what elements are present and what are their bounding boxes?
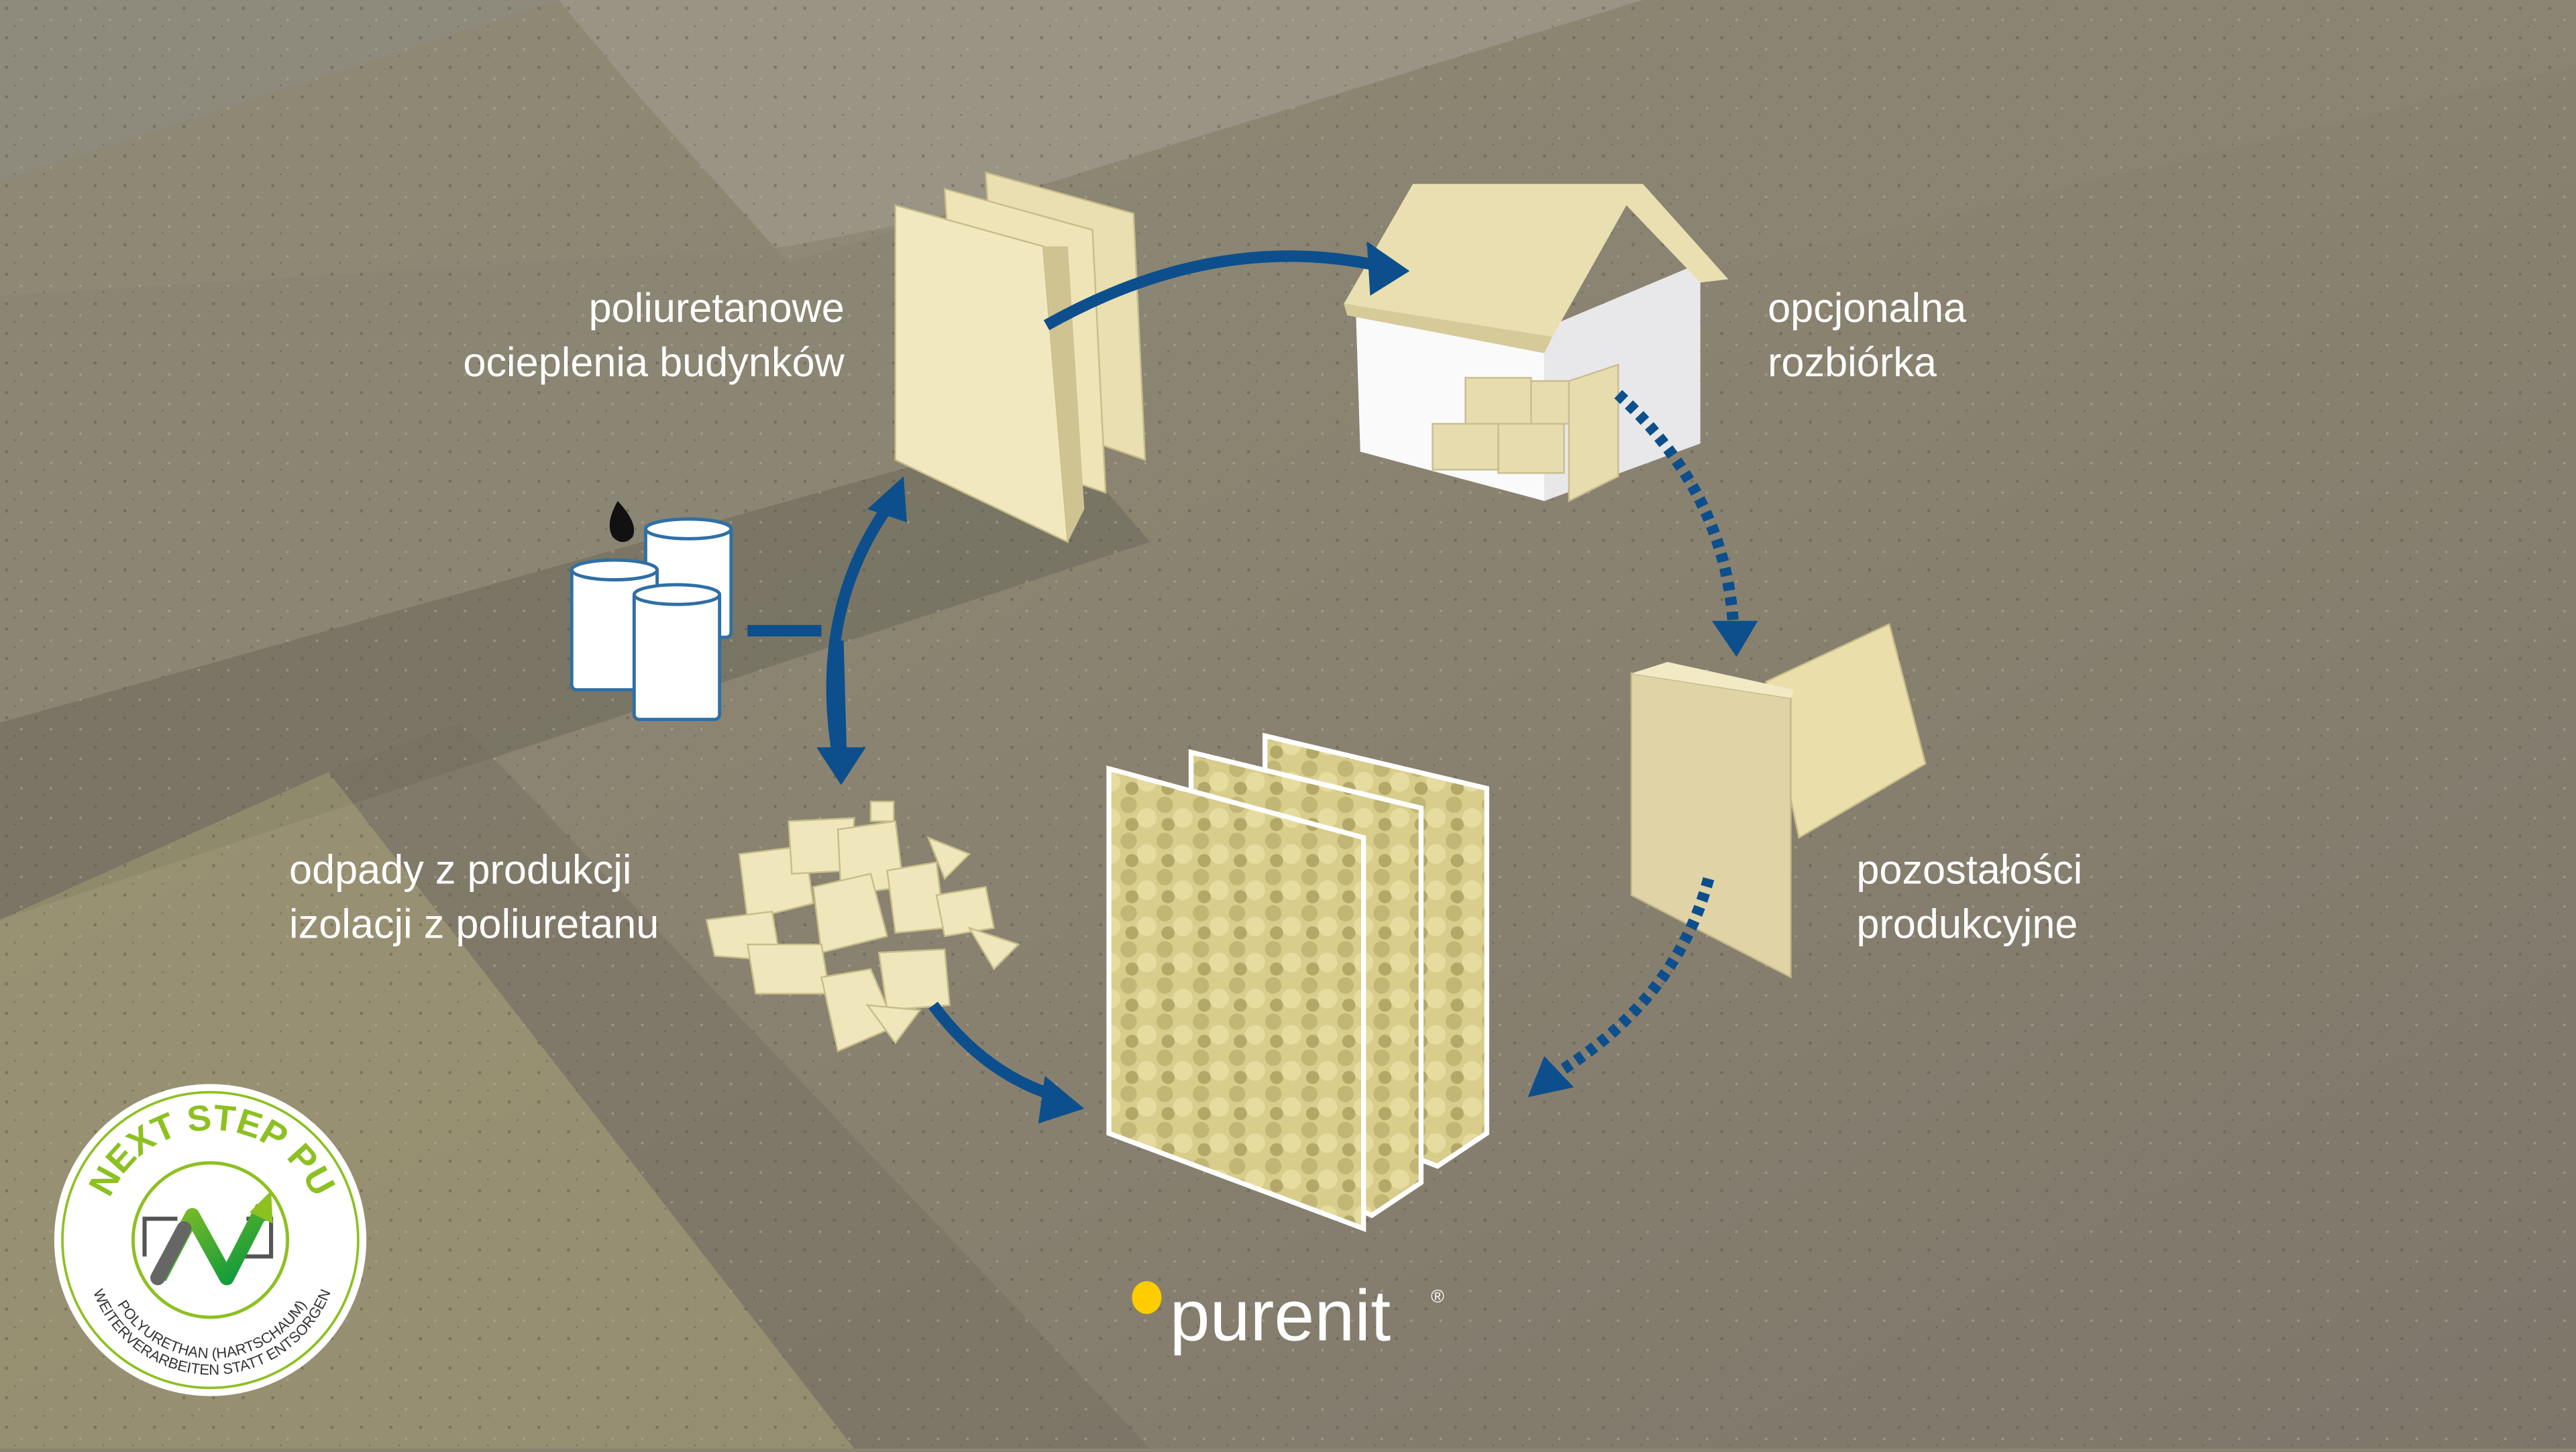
brand-dot bbox=[1132, 1281, 1162, 1315]
arrow-to-house bbox=[1043, 250, 1381, 331]
cycle-arrows bbox=[747, 241, 1758, 1124]
label-production-waste: odpady z produkcji izolacji z poliuretan… bbox=[289, 847, 659, 947]
oil-barrels-icon bbox=[570, 500, 733, 722]
arrow-to-waste bbox=[832, 640, 847, 759]
label-line: odpady z produkcji bbox=[289, 847, 631, 893]
label-line: poliuretanowe bbox=[589, 285, 845, 331]
dotted-arrow-to-purenit bbox=[1549, 877, 1715, 1081]
label-demolition: opcjonalna rozbiórka bbox=[1768, 285, 1967, 385]
oil-drop-icon bbox=[609, 500, 635, 543]
label-line: produkcyjne bbox=[1856, 901, 2078, 946]
label-line: rozbiórka bbox=[1768, 339, 1937, 385]
label-residues: pozostałości produkcyjne bbox=[1856, 847, 2082, 947]
label-line: opcjonalna bbox=[1768, 285, 1967, 331]
arrow-to-insulation bbox=[826, 497, 897, 757]
production-residues-icon bbox=[1630, 622, 1927, 979]
foam-scraps-icon bbox=[705, 800, 1020, 1053]
brand-name: purenit bbox=[1170, 1274, 1391, 1355]
purenit-boards-icon bbox=[1106, 732, 1489, 1233]
arrow-waste-to-purenit bbox=[928, 1001, 1061, 1103]
label-line: pozostałości bbox=[1856, 847, 2082, 893]
registered-mark: ® bbox=[1431, 1286, 1444, 1306]
insulation-boards-icon bbox=[894, 171, 1146, 544]
purenit-logo: purenit ® bbox=[1132, 1274, 1444, 1355]
dotted-arrow-to-residues bbox=[1614, 390, 1739, 625]
label-line: ocieplenia budynków bbox=[463, 339, 845, 385]
next-step-pu-badge: NEXT STEP PU POLYURETHAN (HARTSCHAUM) WE… bbox=[54, 1084, 367, 1396]
label-insulation: poliuretanowe ocieplenia budynków bbox=[463, 285, 845, 385]
label-line: izolacji z poliuretanu bbox=[289, 901, 659, 946]
